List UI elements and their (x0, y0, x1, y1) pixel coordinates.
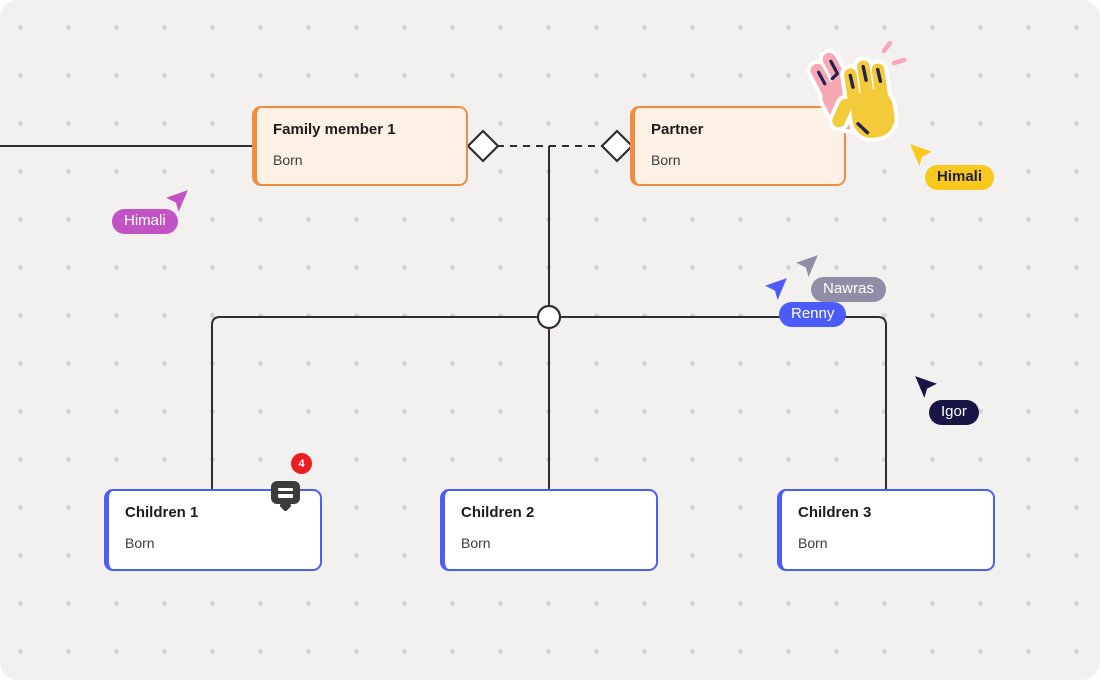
cursor-label-nawras: Nawras (811, 277, 886, 302)
comment-count-badge: 4 (291, 453, 312, 474)
cursor-label-himali-yellow: Himali (925, 165, 995, 190)
cursor-renny (765, 278, 787, 300)
node-title: Children 3 (798, 504, 872, 521)
cursor-label-igor: Igor (929, 400, 979, 425)
cursor-label-renny: Renny (779, 302, 847, 327)
node-subtitle: Born (461, 535, 491, 551)
node-title: Children 1 (125, 504, 199, 521)
cursor-arrow-icon (765, 278, 787, 300)
node-children-3[interactable]: Children 3 Born (777, 489, 995, 571)
comment-thread-indicator[interactable]: 4 (271, 453, 315, 512)
node-subtitle: Born (798, 535, 828, 551)
spouse-diamond-right[interactable] (600, 129, 634, 163)
cursor-himali-pink (166, 190, 188, 212)
junction-circle[interactable] (536, 304, 562, 330)
node-subtitle: Born (273, 152, 303, 168)
node-subtitle: Born (651, 152, 681, 168)
cursor-arrow-icon (915, 376, 937, 398)
node-title: Partner (651, 121, 704, 138)
sparkle-pink (891, 57, 907, 66)
comment-icon-line (278, 487, 293, 491)
node-title: Family member 1 (273, 121, 396, 138)
spouse-diamond-left[interactable] (466, 129, 500, 163)
sparkle-pink (881, 40, 893, 54)
cursor-label-himali-pink: Himali (112, 209, 178, 234)
cursor-igor (915, 376, 937, 398)
node-partner[interactable]: Partner Born (630, 106, 846, 186)
high-five-sticker[interactable] (804, 38, 908, 150)
comment-icon-line (278, 494, 293, 498)
cursor-nawras (796, 255, 818, 277)
yellow-hand (832, 60, 895, 138)
node-subtitle: Born (125, 535, 155, 551)
node-title: Children 2 (461, 504, 535, 521)
cursor-arrow-icon (796, 255, 818, 277)
node-family-member-1[interactable]: Family member 1 Born (252, 106, 468, 186)
cursor-himali-yellow (910, 144, 932, 166)
cursor-arrow-icon (910, 144, 932, 166)
node-children-2[interactable]: Children 2 Born (440, 489, 658, 571)
cursor-arrow-icon (166, 190, 188, 212)
comment-icon[interactable] (271, 481, 300, 504)
